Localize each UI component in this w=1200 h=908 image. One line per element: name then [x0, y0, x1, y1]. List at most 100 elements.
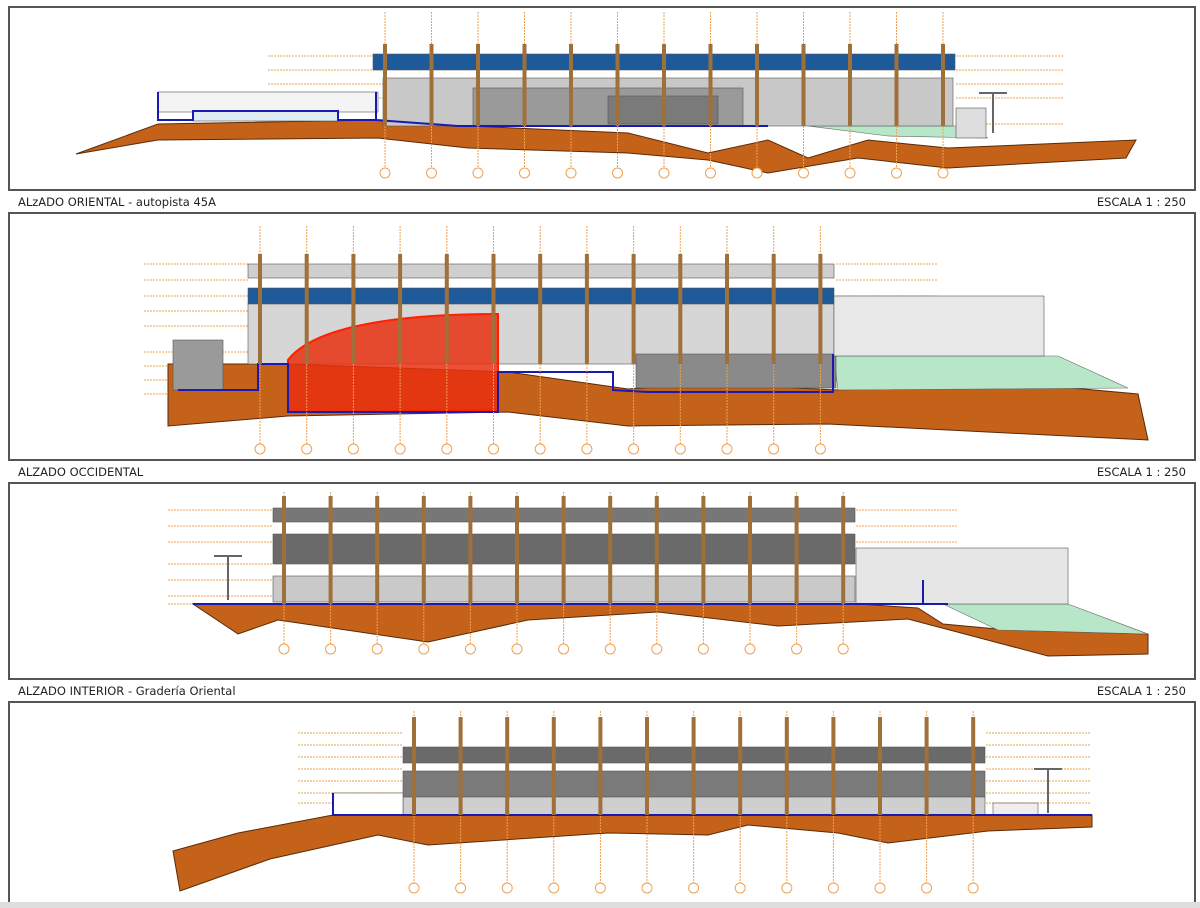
grid-axis-bubble [347, 443, 359, 455]
building-volume [955, 107, 987, 139]
grid-axis-bubble [814, 443, 826, 455]
column [831, 717, 836, 815]
elevation-title: ALzADO ORIENTAL - autopista 45A [18, 194, 216, 209]
column [375, 496, 380, 604]
column [801, 44, 806, 126]
grid-axis-bubble [604, 643, 616, 655]
grid-axis-bubble [674, 443, 686, 455]
grid-axis-bubble [581, 443, 593, 455]
column [878, 717, 882, 815]
grid-axis-bubble [697, 643, 709, 655]
grid-axis-bubble [418, 643, 430, 655]
column [505, 717, 510, 815]
column [282, 496, 286, 604]
drawing-sheet [8, 6, 1196, 904]
grid-axis-bubble [488, 443, 499, 455]
column [476, 44, 480, 126]
column [818, 254, 823, 364]
grid-axis-bubble [651, 643, 663, 655]
grid-axis-bubble [751, 167, 763, 179]
grid-axis-bubble [254, 443, 266, 455]
elevation-scale: ESCALA 1 : 250 [1096, 683, 1186, 698]
column [458, 717, 463, 815]
column [515, 496, 519, 604]
column [924, 717, 929, 815]
grid-axis-bubble [501, 882, 513, 894]
elevation-occidental-label-bar: ALZADO OCCIDENTAL ESCALA 1 : 250 [8, 459, 1196, 484]
elevation-title: ALZADO INTERIOR - Gradería Oriental [18, 683, 236, 698]
column [738, 717, 743, 815]
column [538, 254, 543, 364]
column [654, 496, 659, 604]
column [421, 496, 426, 604]
ground-line [193, 580, 948, 605]
building-volume [992, 802, 1039, 816]
landscaped-slope [833, 355, 1129, 391]
grid-axis-bubble [734, 882, 746, 894]
grid-axis-bubble [426, 167, 437, 179]
elevation-oriental-drawing [8, 8, 1196, 190]
grid-axis-bubble [705, 167, 716, 179]
column [551, 717, 556, 815]
elevation-interior-occidental-drawing [8, 703, 1196, 902]
ground-line [157, 92, 768, 127]
elevation-occidental-drawing [8, 214, 1196, 460]
column [569, 44, 573, 126]
elevation-scale: ESCALA 1 : 250 [1096, 464, 1186, 479]
grid-axis-bubble [565, 167, 577, 179]
grid-axis-bubble [844, 167, 856, 179]
column [691, 717, 696, 815]
column [941, 44, 945, 126]
building-volume [192, 110, 339, 122]
column [584, 254, 589, 364]
elevation-scale: ESCALA 1 : 250 [1096, 194, 1186, 209]
column [848, 44, 852, 126]
grid-axis-bubble [628, 443, 640, 455]
column [794, 496, 799, 604]
column [561, 496, 566, 604]
column [755, 44, 759, 126]
grid-axis-bubble [464, 643, 476, 655]
grid-axis-bubble [408, 882, 420, 894]
column [522, 44, 527, 126]
grid-axis-bubble [534, 443, 546, 455]
building-volume [172, 339, 224, 391]
column [615, 44, 620, 126]
grid-axis-bubble [921, 882, 933, 894]
terrain-section [75, 119, 1137, 174]
column [468, 496, 473, 604]
column [662, 44, 666, 126]
column [894, 44, 899, 126]
grid-axis-bubble [874, 882, 886, 894]
grid-axis-bubble [612, 167, 623, 179]
column [491, 254, 496, 364]
grid-axis-bubble [519, 167, 530, 179]
column [398, 254, 403, 364]
column [784, 717, 789, 815]
grid-axis-bubble [891, 167, 902, 179]
column [351, 254, 356, 364]
grid-axis-bubble [641, 882, 653, 894]
grid-axis-bubble [472, 167, 484, 179]
column [678, 254, 683, 364]
elevation-title: ALZADO OCCIDENTAL [18, 464, 144, 479]
grid-axis-bubble [301, 443, 313, 455]
grid-axis-bubble [798, 167, 809, 179]
bottom-edge [0, 902, 1200, 908]
grid-axis-bubble [558, 643, 570, 655]
building-volume [855, 547, 1069, 605]
column [771, 254, 776, 364]
column [444, 254, 449, 364]
grid-axis-bubble [379, 167, 391, 179]
grid-axis-bubble [937, 167, 949, 179]
grid-axis-bubble [781, 882, 793, 894]
ground-line [178, 354, 834, 413]
grid-axis-bubble [441, 443, 453, 455]
elevation-interior-label-bar: ALZADO INTERIOR - Gradería Oriental ESCA… [8, 678, 1196, 703]
grid-axis-bubble [548, 882, 560, 894]
column [304, 254, 309, 364]
column [725, 254, 729, 364]
column [598, 717, 603, 815]
elevation-oriental-label-bar: ALzADO ORIENTAL - autopista 45A ESCALA 1… [8, 189, 1196, 214]
terrain-section [191, 603, 1149, 657]
